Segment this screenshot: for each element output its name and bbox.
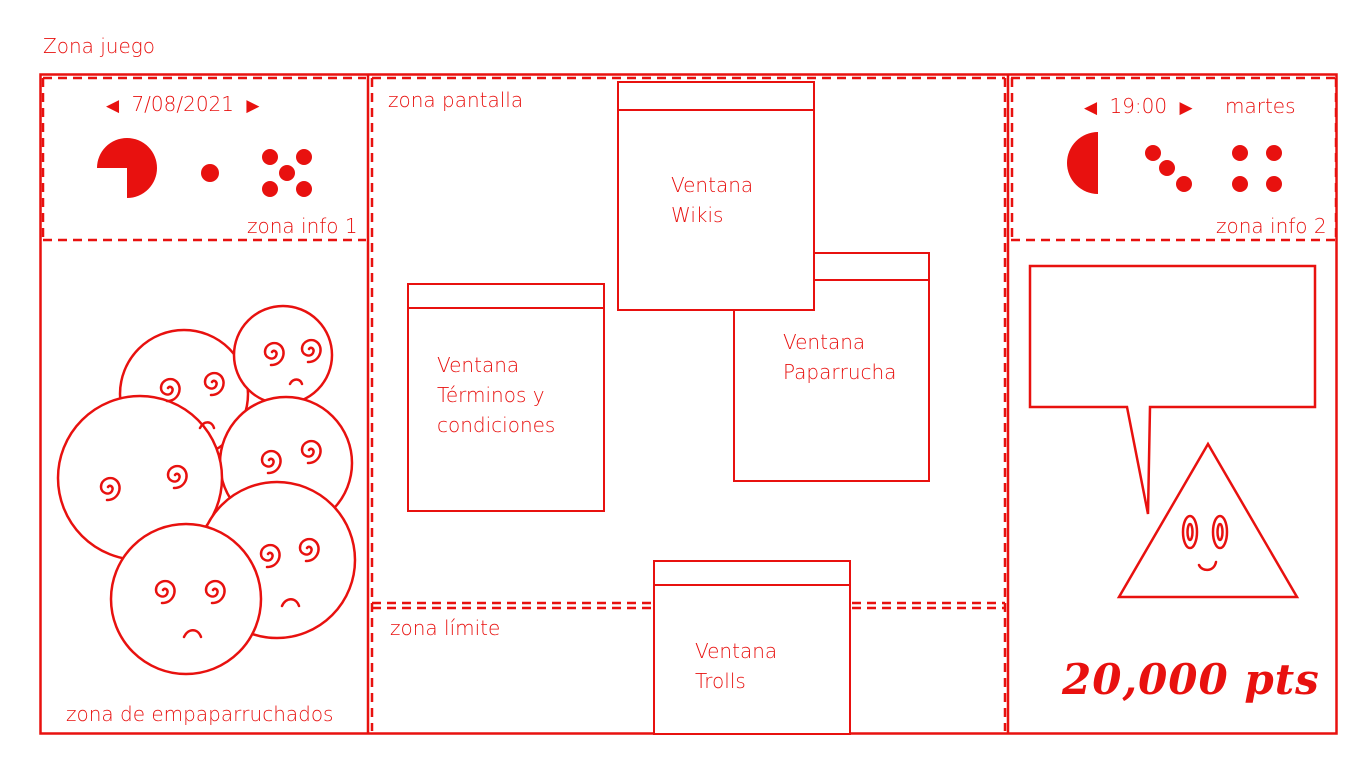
zone-pantalla-label: zona pantalla — [388, 88, 524, 112]
window-trolls[interactable]: Ventana Trolls — [653, 560, 851, 735]
date-selector: ◀ 7/08/2021 ▶ — [106, 89, 259, 121]
window-terminos[interactable]: Ventana Términos y condiciones — [407, 283, 605, 512]
zone-info-2-label: zona info 2 — [1216, 214, 1327, 238]
zone-info-1-label: zona info 1 — [247, 214, 358, 238]
time-selector: ◀ 19:00 ▶ — [1084, 91, 1193, 123]
day-label: martes — [1225, 94, 1296, 118]
time-next-button[interactable]: ▶ — [1179, 98, 1193, 118]
zone-empaparruchados-label: zona de empaparruchados — [66, 702, 334, 726]
three-dots-icon — [1145, 145, 1192, 192]
zone-limite-label: zona límite — [390, 616, 501, 640]
four-dots-icon — [1232, 145, 1282, 192]
pie-chart-icon — [97, 138, 157, 198]
five-dots-icon — [262, 149, 312, 197]
time-label: 19:00 — [1109, 94, 1168, 118]
time-prev-button[interactable]: ◀ — [1084, 98, 1098, 118]
game-zone-title: Zona juego — [43, 34, 156, 58]
window-paparrucha[interactable]: Ventana Paparrucha — [733, 252, 930, 482]
window-wikis-label: Ventana Wikis — [671, 173, 754, 227]
dot-icon — [201, 164, 219, 182]
window-paparrucha-label: Ventana Paparrucha — [783, 330, 897, 384]
speech-bubble-icon — [1028, 264, 1317, 515]
window-paparrucha-titlebar[interactable] — [735, 254, 928, 281]
score-label: 20,000 pts — [1062, 655, 1320, 704]
date-next-button[interactable]: ▶ — [246, 96, 260, 116]
window-trolls-label: Ventana Trolls — [695, 639, 778, 693]
triangle-character-icon — [1116, 441, 1300, 599]
date-prev-button[interactable]: ◀ — [106, 96, 120, 116]
empaparruchados-crowd — [56, 304, 357, 676]
window-terminos-titlebar[interactable] — [409, 285, 603, 309]
window-wikis[interactable]: Ventana Wikis — [617, 81, 815, 311]
window-terminos-label: Ventana Términos y condiciones — [437, 353, 556, 437]
date-label: 7/08/2021 — [131, 92, 234, 116]
window-trolls-titlebar[interactable] — [655, 562, 849, 586]
window-wikis-titlebar[interactable] — [619, 83, 813, 111]
half-circle-icon — [1067, 132, 1098, 194]
